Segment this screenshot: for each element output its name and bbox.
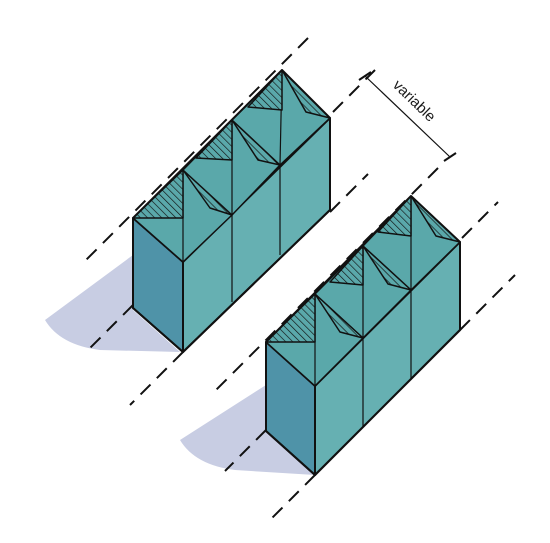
dashed-line-ul-bottom-2 — [129, 351, 184, 406]
dashed-line-ul-top — [84, 37, 309, 262]
shadow-lower-right — [180, 385, 315, 475]
dashed-line-ul-mid-2 — [329, 173, 369, 213]
dimension-line — [364, 75, 451, 158]
row-lower-right — [180, 167, 516, 523]
hatch-lr-b — [329, 245, 364, 286]
outline-lr — [265, 195, 461, 476]
dashed-line-lr-bottom-1 — [224, 429, 267, 472]
hatch-ul-c — [247, 69, 283, 111]
dimension-variable: variable — [358, 71, 457, 162]
dimension-label: variable — [389, 77, 439, 126]
dashed-line-lr-bottom-2 — [267, 474, 316, 523]
hatch-lr-e — [362, 245, 412, 291]
dimension-tick-start — [358, 71, 372, 81]
shadow-upper-left — [45, 255, 180, 352]
dashed-line-ul-bottom-1 — [89, 304, 134, 349]
dashed-line-lr-mid-1 — [461, 201, 499, 239]
hatch-lr-d — [314, 293, 364, 339]
dashed-line-ul-mid-1 — [332, 69, 376, 113]
row-upper-left — [45, 37, 376, 406]
dimension-tick-end — [443, 152, 457, 162]
outline-ul — [132, 69, 331, 353]
dashed-line-lr-mid-2 — [459, 274, 516, 331]
